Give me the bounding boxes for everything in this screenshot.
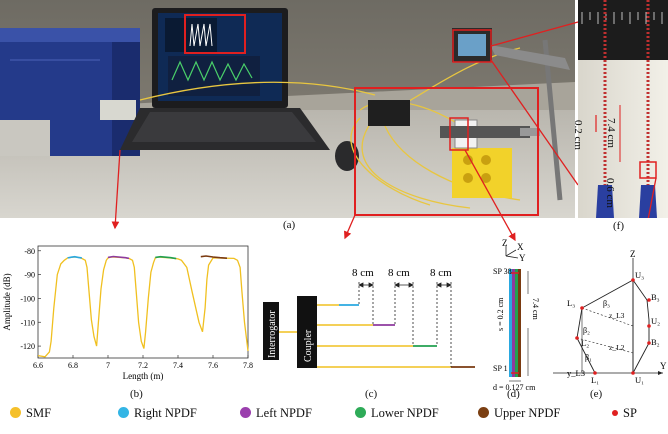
panel-label-f: (f)	[613, 220, 624, 232]
coupler-device	[368, 100, 410, 126]
photo-illustration	[0, 0, 668, 218]
legend-item-smf: SMF	[10, 406, 51, 421]
coupler-label: Coupler	[303, 329, 314, 362]
diagram-e: Z Y U₃ B₃ U₂ B₂ U₁ L₃ L₂ L₁ y_L3 β₃ β₂ β…	[553, 249, 667, 385]
zl3-label: z_L3	[609, 311, 625, 320]
series-line-smf	[37, 256, 249, 358]
interrogator-label: Interrogator	[267, 310, 278, 358]
panel-label-a: (a)	[283, 219, 296, 231]
legend-item-upper-npdf: Upper NPDF	[478, 406, 560, 421]
beta3-label: β₃	[603, 299, 610, 308]
legend-item-right-npdf: Right NPDF	[118, 406, 197, 421]
x-tick-label: 6.6	[33, 361, 43, 370]
spacing-label-1: 8 cm	[352, 267, 374, 279]
b2-label: B₂	[651, 337, 660, 347]
spacing-label-3: 8 cm	[430, 267, 452, 279]
sp38-label: SP 38	[493, 267, 512, 276]
sp1-label: SP 1	[493, 364, 508, 373]
panel-label-d: (d)	[507, 388, 520, 400]
beta1-label: β₁	[585, 353, 592, 362]
amplitude-chart: -80 -90 -100 -110 -120 6.6 6.8 7 7.2 7.4 7.6 7.8Len…	[2, 245, 253, 381]
y-tick-label: -90	[24, 271, 35, 280]
len-label-d: 7.4 cm	[531, 298, 540, 321]
y-tick-label: -110	[21, 318, 35, 327]
legend: SMF Right NPDF Left NPDF Lower NPDF Uppe…	[0, 400, 668, 430]
diagram-c: Interrogator Coupler 8 cm 8 cm 8 cm	[263, 267, 475, 368]
zl2-label: z_L2	[609, 343, 625, 352]
d-label: d = 0.127 cm	[493, 383, 536, 392]
yl3-label: y_L3	[567, 368, 585, 378]
micrometer	[440, 126, 530, 138]
x-tick-label: 7	[106, 361, 110, 370]
interrogator-block	[263, 302, 279, 360]
x-tick-label: 7.2	[138, 361, 148, 370]
x-tick-label: 6.8	[68, 361, 78, 370]
axis-y-e: Y	[660, 361, 667, 371]
panel-label-b: (b)	[130, 388, 143, 400]
diagram-d: Z X Y SP 38 SP 1 s = 0.2 cm 7.4 cm d = 0…	[493, 238, 540, 392]
chart-frame	[37, 245, 249, 359]
panel-label-e: (e)	[590, 388, 603, 400]
u1-label: U₁	[635, 375, 644, 385]
l2-label: L₂	[581, 338, 589, 348]
l3-label: L₃	[567, 298, 575, 308]
series-line-lower-npdf	[155, 255, 177, 260]
highlight-box-fiber	[449, 117, 469, 151]
l1-label: L₁	[591, 375, 599, 385]
u3-label: U₃	[635, 270, 644, 280]
u2-label: U₂	[651, 316, 660, 326]
panel-f-closeup	[578, 0, 668, 218]
laptop	[120, 8, 330, 150]
y-tick-label: -120	[20, 342, 35, 351]
y-axis-label: Amplitude (dB)	[2, 273, 12, 330]
x-tick-label: 7.6	[208, 361, 218, 370]
x-tick-label: 7.4	[173, 361, 183, 370]
legend-item-sp: SP	[612, 406, 637, 421]
series-line-right-npdf	[67, 255, 82, 259]
panel-label-c: (c)	[365, 388, 378, 400]
legend-item-left-npdf: Left NPDF	[240, 406, 312, 421]
series-line-left-npdf	[107, 255, 130, 260]
beta2-label: β₂	[583, 326, 590, 335]
connector-arrows	[111, 149, 516, 242]
legend-item-lower-npdf: Lower NPDF	[355, 406, 439, 421]
y-tick-label: -100	[20, 294, 35, 303]
x-axis-label: Length (m)	[123, 371, 164, 381]
spacing-label-2: 8 cm	[388, 267, 410, 279]
interrogator-device	[0, 28, 140, 156]
experimental-setup-photo: 0.2 cm 7.4 cm 0.6 cm	[0, 0, 668, 218]
b3-label: B₃	[651, 292, 660, 302]
coupler-block	[297, 296, 317, 368]
x-tick-label: 7.8	[243, 361, 253, 370]
y-tick-label: -80	[24, 247, 35, 256]
axis-z-d: Z	[502, 238, 508, 248]
axis-y-d: Y	[519, 253, 526, 263]
series-line-upper-npdf	[200, 255, 228, 259]
s-label: s = 0.2 cm	[496, 297, 505, 331]
axis-z-e: Z	[630, 249, 636, 259]
axis-x-d: X	[517, 242, 524, 252]
highlight-box-setup	[354, 87, 539, 216]
